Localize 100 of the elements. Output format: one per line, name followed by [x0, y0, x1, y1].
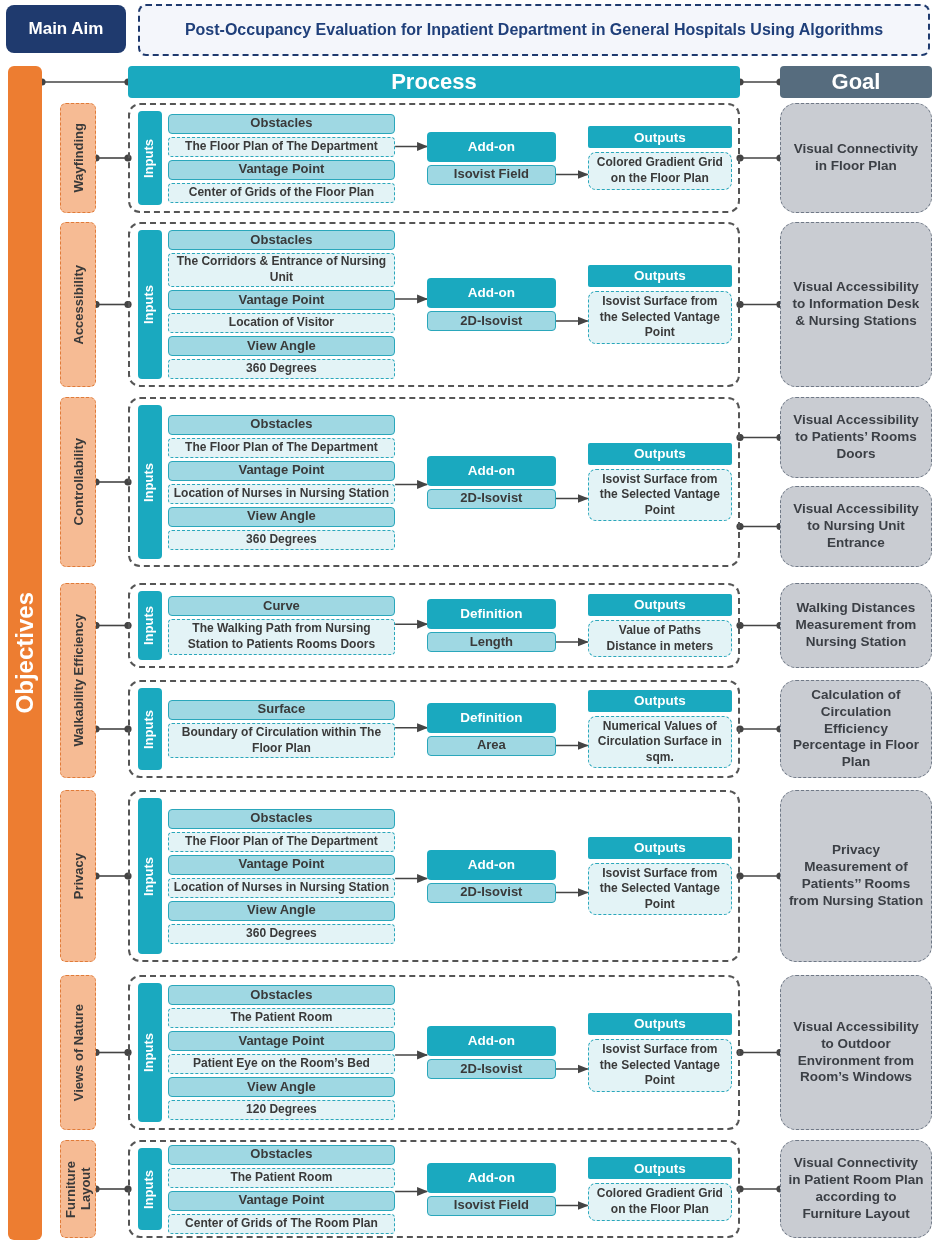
- label-text: Add-on: [467, 1168, 515, 1187]
- input-label-box: [167, 113, 396, 134]
- process-panel: [128, 790, 740, 962]
- tool-header-box: [427, 599, 556, 629]
- label-text: Isovist Field: [453, 166, 529, 183]
- goal-box: [780, 1140, 932, 1238]
- label-text: The Floor Plan of The Department: [185, 439, 378, 456]
- tool-parameter-box: [427, 632, 556, 652]
- input-value-box: [167, 136, 396, 157]
- tool-parameter-box: [427, 488, 556, 509]
- label-text: Inputs: [141, 285, 158, 324]
- label-text: Main Aim: [28, 19, 104, 39]
- arrow: [394, 142, 429, 151]
- process-panel: [128, 680, 740, 778]
- input-value-box: [167, 722, 396, 759]
- label-text: Add-on: [467, 137, 515, 156]
- label-text: Outputs: [633, 596, 686, 614]
- label-text: Wayfinding: [70, 123, 86, 193]
- input-label-box: [167, 336, 396, 356]
- label-text: Outputs: [633, 1015, 686, 1033]
- arrow: [554, 1201, 589, 1210]
- goal-box: [780, 790, 932, 962]
- label-text: Vantage Point: [238, 1032, 325, 1050]
- input-label-box: [167, 900, 396, 921]
- tool-header-box: [427, 278, 556, 308]
- label-text: Outputs: [633, 128, 686, 147]
- input-value-box: [167, 877, 396, 898]
- input-label-box: [167, 506, 396, 527]
- tool-header-box: [427, 455, 556, 486]
- input-label-box: [167, 290, 396, 310]
- goal-box: [780, 680, 932, 778]
- label-text: Isovist Field: [453, 1197, 529, 1214]
- label-text: Privacy: [70, 852, 86, 900]
- inputs-tab: [138, 591, 162, 660]
- label-text: Length: [469, 633, 514, 651]
- label-text: Value of Paths Distance in meters: [605, 622, 715, 655]
- label-text: Visual Accessibility to Outdoor Environment from Room’s Windows: [792, 1018, 920, 1087]
- label-text: Outputs: [633, 691, 686, 710]
- label-text: 2D-Isovist: [460, 312, 523, 330]
- title-box: [138, 4, 930, 56]
- tool-parameter-box: [427, 1059, 556, 1079]
- input-value-box: [167, 437, 396, 458]
- label-text: Visual Connectivity in Patient Room Plan according to Furniture Layout: [787, 1155, 925, 1223]
- input-label-box: [167, 159, 396, 180]
- tool-header-box: [427, 131, 556, 162]
- arrow: [394, 723, 429, 733]
- input-value-box: [167, 1008, 396, 1028]
- objectives-bar: [8, 66, 42, 1240]
- output-box: [587, 862, 732, 916]
- label-text: Center of Grids of the Floor Plan: [188, 184, 375, 201]
- inputs-tab: [138, 405, 162, 559]
- label-text: Inputs: [141, 462, 158, 502]
- label-text: Inputs: [141, 138, 158, 178]
- process-panel: [128, 397, 740, 567]
- label-text: Obstacles: [250, 810, 313, 827]
- objective-tag: [60, 1140, 96, 1238]
- label-text: The Patient Room: [230, 1169, 333, 1186]
- arrow: [394, 1187, 429, 1196]
- output-box: [587, 152, 732, 190]
- label-text: Vantage Point: [238, 1192, 325, 1209]
- label-text: Obstacles: [250, 986, 313, 1004]
- label-text: Accessibility: [70, 264, 86, 345]
- arrow: [394, 619, 429, 629]
- input-label-box: [167, 854, 396, 875]
- label-text: Location of Visitor: [228, 315, 334, 331]
- label-text: The Floor Plan of The Department: [185, 833, 378, 850]
- output-box: [587, 291, 732, 344]
- label-text: View Angle: [247, 508, 316, 525]
- output-box: [587, 715, 732, 769]
- outputs-header-bar: [587, 689, 732, 712]
- outputs-header-bar: [587, 1013, 732, 1036]
- goal-box: [780, 103, 932, 213]
- label-text: Objectives: [11, 592, 39, 714]
- tool-header-box: [427, 849, 556, 880]
- input-value-box: [167, 313, 396, 333]
- outputs-header-bar: [587, 836, 732, 859]
- arrow: [554, 1064, 589, 1074]
- outputs-header-bar: [587, 265, 732, 288]
- inputs-tab: [138, 798, 162, 954]
- goal-box: [780, 397, 932, 478]
- process-panel: [128, 975, 740, 1130]
- arrow: [394, 294, 429, 304]
- aim-badge: [6, 5, 126, 53]
- label-text: Add-on: [467, 855, 515, 874]
- input-label-box: [167, 699, 396, 720]
- inputs-tab: [138, 688, 162, 770]
- label-text: Add-on: [467, 284, 515, 302]
- outputs-header-bar: [587, 593, 732, 616]
- arrow: [554, 316, 589, 326]
- label-text: Add-on: [467, 1032, 515, 1050]
- input-label-box: [167, 414, 396, 435]
- label-text: The Walking Path from Nursing Station to Patients Rooms Doors: [186, 621, 377, 653]
- label-text: Visual Accessibility to Information Desk & Nursing Stations: [791, 279, 921, 330]
- label-text: Location of Nurses in Nursing Station: [173, 879, 390, 896]
- goal-box: [780, 222, 932, 387]
- label-text: View Angle: [247, 902, 316, 919]
- input-value-box: [167, 182, 396, 203]
- label-text: Isovist Surface from the Selected Vantage Point: [598, 294, 721, 341]
- label-text: Visual Accessibility to Patients’ Rooms Doors: [792, 412, 920, 463]
- input-label-box: [167, 1190, 396, 1211]
